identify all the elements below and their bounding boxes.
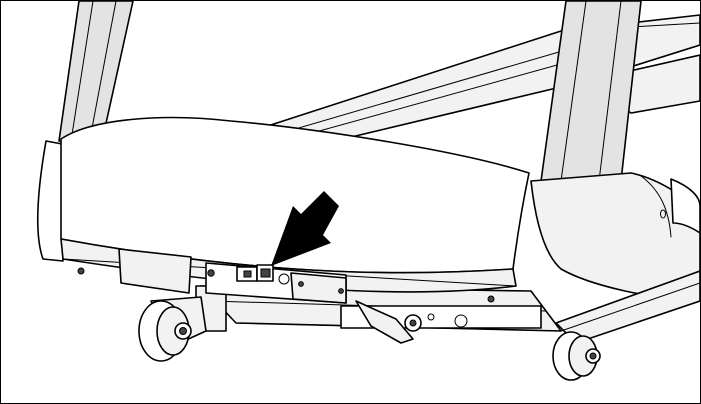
right-wheel (552, 331, 601, 381)
left-wheel (138, 296, 207, 362)
callout-arrow (271, 191, 339, 266)
connector-bracket (205, 262, 347, 304)
motor-hood (60, 116, 530, 293)
hood-screw (487, 295, 495, 303)
hood-label-plate (77, 248, 192, 294)
right-upright (530, 1, 700, 302)
